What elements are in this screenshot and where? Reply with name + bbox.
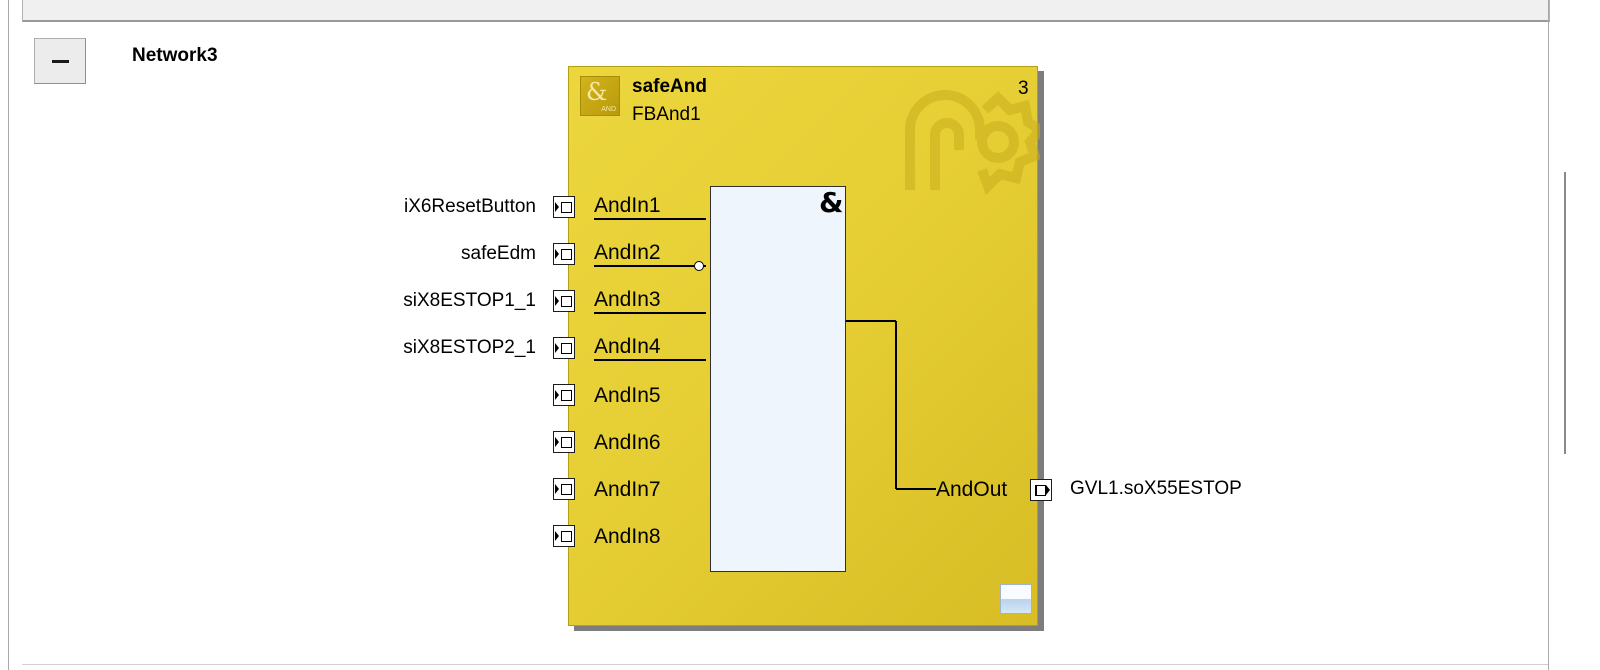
input-variable-2[interactable]: safeEdm <box>461 243 536 264</box>
input-pin-label-6: AndIn6 <box>594 431 661 454</box>
input-pin-label-1: AndIn1 <box>594 194 706 220</box>
and-gate-icon: & AND <box>580 76 620 116</box>
function-block-instance-name[interactable]: FBAnd1 <box>632 104 701 125</box>
vertical-scrollbar-thumb[interactable] <box>1564 172 1566 454</box>
input-pin-icon[interactable] <box>553 478 575 500</box>
network-collapse-button[interactable] <box>34 38 86 84</box>
safety-lock-gear-watermark-icon <box>905 90 1040 196</box>
editor-left-border <box>8 0 9 670</box>
input-pin-icon[interactable] <box>553 431 575 453</box>
function-block-type: safeAnd <box>632 76 707 97</box>
previous-network-area <box>22 0 1550 22</box>
input-pin-icon[interactable] <box>553 243 575 265</box>
input-pin-label-7: AndIn7 <box>594 478 661 501</box>
input-variable-3[interactable]: siX8ESTOP1_1 <box>403 290 536 311</box>
input-variable-1[interactable]: iX6ResetButton <box>403 196 536 217</box>
negation-circle[interactable] <box>694 261 704 271</box>
input-pin-icon[interactable] <box>553 384 575 406</box>
minus-icon <box>52 60 69 63</box>
network-separator <box>22 664 1548 665</box>
execution-order-number: 3 <box>1018 78 1029 99</box>
input-pin-icon[interactable] <box>553 196 575 218</box>
function-block-expand-button[interactable] <box>1000 584 1032 614</box>
network-title: Network3 <box>132 45 218 66</box>
input-pin-label-2: AndIn2 <box>594 241 706 267</box>
output-pin-icon[interactable] <box>1030 479 1052 501</box>
output-variable[interactable]: GVL1.soX55ESTOP <box>1070 478 1242 499</box>
input-pin-label-4: AndIn4 <box>594 335 706 361</box>
output-pin-label: AndOut <box>936 478 1008 501</box>
input-pin-icon[interactable] <box>553 337 575 359</box>
editor-right-border <box>1548 0 1549 670</box>
input-variable-4[interactable]: siX8ESTOP2_1 <box>403 337 536 358</box>
and-gate-symbol: & <box>819 186 844 219</box>
input-pin-icon[interactable] <box>553 525 575 547</box>
input-pin-label-5: AndIn5 <box>594 384 661 407</box>
input-pin-label-8: AndIn8 <box>594 525 661 548</box>
input-pin-icon[interactable] <box>553 290 575 312</box>
input-pin-label-3: AndIn3 <box>594 288 706 314</box>
and-gate-box <box>710 186 846 572</box>
